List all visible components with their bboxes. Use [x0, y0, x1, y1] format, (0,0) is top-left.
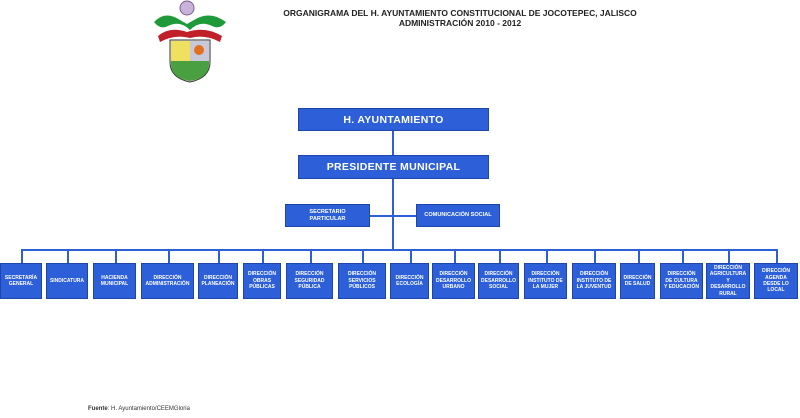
connector-department	[454, 250, 456, 263]
source-label: Fuente	[88, 406, 108, 412]
box-department: DIRECCIÓN AGENDA DESDE LO LOCAL	[754, 263, 798, 299]
box-department: DIRECCIÓN SERVICIOS PÚBLICOS	[338, 263, 386, 299]
coat-of-arms-logo	[154, 0, 226, 83]
connector-department	[776, 250, 778, 263]
connector-department	[638, 250, 640, 263]
box-department: DIRECCIÓN ADMINISTRACIÓN	[141, 263, 194, 299]
connector-top-president	[392, 131, 394, 155]
connector-department	[67, 250, 69, 263]
connector-department	[728, 250, 730, 263]
connector-department	[546, 250, 548, 263]
connector-department	[594, 250, 596, 263]
chart-title: ORGANIGRAMA DEL H. AYUNTAMIENTO CONSTITU…	[270, 8, 650, 28]
box-department: DIRECCIÓN DESARROLLO SOCIAL	[478, 263, 519, 299]
box-department: DIRECCIÓN INSTITUTO DE LA MUJER	[524, 263, 567, 299]
box-department: DIRECCIÓN PLANEACIÓN	[198, 263, 238, 299]
box-department: DIRECCIÓN DESARROLLO URBANO	[432, 263, 475, 299]
box-department: HACIENDA MUNICIPAL	[93, 263, 136, 299]
connector-department	[21, 250, 23, 263]
connector-department	[262, 250, 264, 263]
connector-staff	[370, 215, 416, 217]
box-department: DIRECCIÓN OBRAS PÚBLICAS	[243, 263, 281, 299]
box-department: DIRECCIÓN SEGURIDAD PÚBLICA	[286, 263, 333, 299]
source-note: Fuente: H. Ayuntamiento/CEEMGloria	[88, 406, 190, 412]
connector-departments-bus	[21, 249, 778, 251]
box-department: DIRECCIÓN DE CULTURA Y EDUCACIÓN	[660, 263, 703, 299]
connector-department	[499, 250, 501, 263]
box-department: DIRECCIÓN INSTITUTO DE LA JUVENTUD	[572, 263, 616, 299]
connector-department	[410, 250, 412, 263]
box-presidente-municipal: PRESIDENTE MUNICIPAL	[298, 155, 489, 179]
box-secretario-particular: SECRETARIO PARTICULAR	[285, 204, 370, 227]
box-department: SINDICATURA	[46, 263, 88, 299]
connector-department	[115, 250, 117, 263]
title-line-1: ORGANIGRAMA DEL H. AYUNTAMIENTO CONSTITU…	[283, 8, 637, 18]
box-h-ayuntamiento: H. AYUNTAMIENTO	[298, 108, 489, 131]
connector-department	[218, 250, 220, 263]
box-department: DIRECCIÓN AGRICULTURA Y DESARROLLO RURAL	[706, 263, 750, 299]
box-department: DIRECCIÓN ECOLOGÍA	[390, 263, 429, 299]
connector-department	[310, 250, 312, 263]
connector-department	[168, 250, 170, 263]
source-text: : H. Ayuntamiento/CEEMGloria	[107, 406, 190, 412]
box-department: SECRETARÍA GENERAL	[0, 263, 42, 299]
title-line-2: ADMINISTRACIÓN 2010 - 2012	[398, 18, 522, 28]
box-comunicacion-social: COMUNICACIÓN SOCIAL	[416, 204, 500, 227]
connector-department	[682, 250, 684, 263]
connector-department	[362, 250, 364, 263]
box-department: DIRECCIÓN DE SALUD	[620, 263, 655, 299]
